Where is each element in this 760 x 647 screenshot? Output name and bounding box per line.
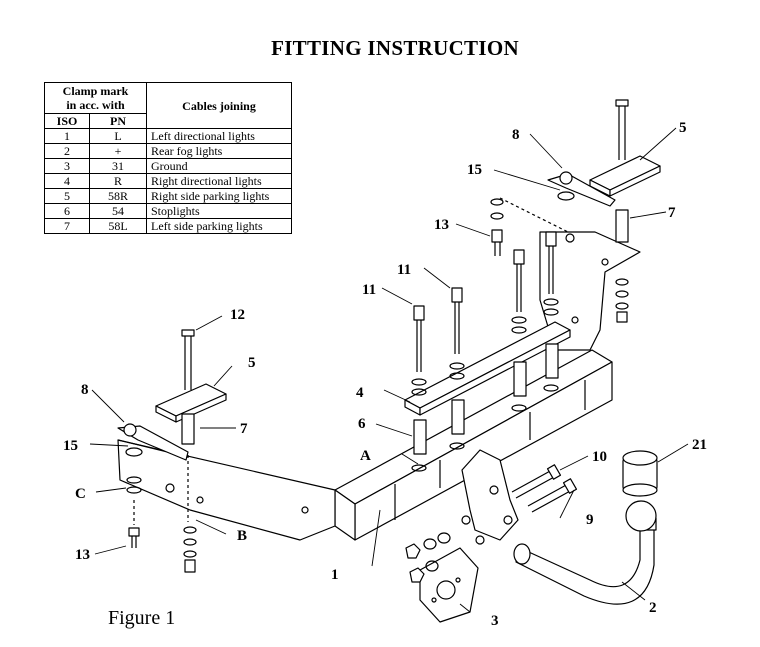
label-11-right: 11 bbox=[397, 262, 411, 278]
label-15-left: 15 bbox=[63, 438, 78, 454]
label-3: 3 bbox=[491, 613, 499, 629]
label-11-left: 11 bbox=[362, 282, 376, 298]
label-13-left: 13 bbox=[75, 547, 90, 563]
page-title: FITTING INSTRUCTION bbox=[271, 36, 519, 60]
label-4: 4 bbox=[356, 385, 364, 401]
spacer-tubes bbox=[413, 343, 559, 455]
label-21: 21 bbox=[692, 437, 707, 453]
clamp-plate bbox=[404, 321, 571, 416]
crossbar bbox=[334, 349, 613, 541]
label-5-left: 5 bbox=[248, 355, 256, 371]
bolts-11 bbox=[413, 231, 557, 372]
label-13-right: 13 bbox=[434, 217, 449, 233]
nut-set bbox=[405, 532, 451, 583]
label-8-right: 8 bbox=[512, 127, 520, 143]
label-2: 2 bbox=[649, 600, 657, 616]
clamp-mark-header: Clamp mark in acc. with bbox=[44, 82, 147, 114]
label-7-left: 7 bbox=[240, 421, 248, 437]
label-9: 9 bbox=[586, 512, 594, 528]
label-8-left: 8 bbox=[81, 382, 89, 398]
label-5-right: 5 bbox=[679, 120, 687, 136]
left-side-bracket bbox=[117, 439, 336, 541]
right-side-bracket bbox=[539, 231, 641, 351]
label-1: 1 bbox=[331, 567, 339, 583]
label-10: 10 bbox=[592, 449, 607, 465]
left-mount-hardware bbox=[117, 329, 227, 573]
cables-joining-header: Cables joining bbox=[146, 82, 292, 129]
tow-ball-cap bbox=[622, 450, 658, 497]
label-12: 12 bbox=[230, 307, 245, 323]
figure-caption: Figure 1 bbox=[108, 607, 176, 629]
leader-lines bbox=[89, 127, 689, 613]
label-B: B bbox=[237, 528, 247, 544]
label-6: 6 bbox=[358, 416, 366, 432]
label-7-right: 7 bbox=[668, 205, 676, 221]
cable-joining-table: Clamp mark in acc. with Cables joining I… bbox=[44, 82, 292, 234]
label-A: A bbox=[360, 448, 371, 464]
pn-header: PN bbox=[89, 113, 147, 129]
label-15-right: 15 bbox=[467, 162, 482, 178]
washers bbox=[411, 298, 559, 472]
label-C: C bbox=[75, 486, 86, 502]
right-mount-hardware bbox=[490, 99, 661, 323]
tow-ball-arm bbox=[513, 500, 657, 605]
center-bracket bbox=[461, 449, 519, 545]
part-labels: 1 2 3 4 5 5 6 7 7 8 8 9 10 11 11 12 13 1… bbox=[63, 120, 707, 629]
